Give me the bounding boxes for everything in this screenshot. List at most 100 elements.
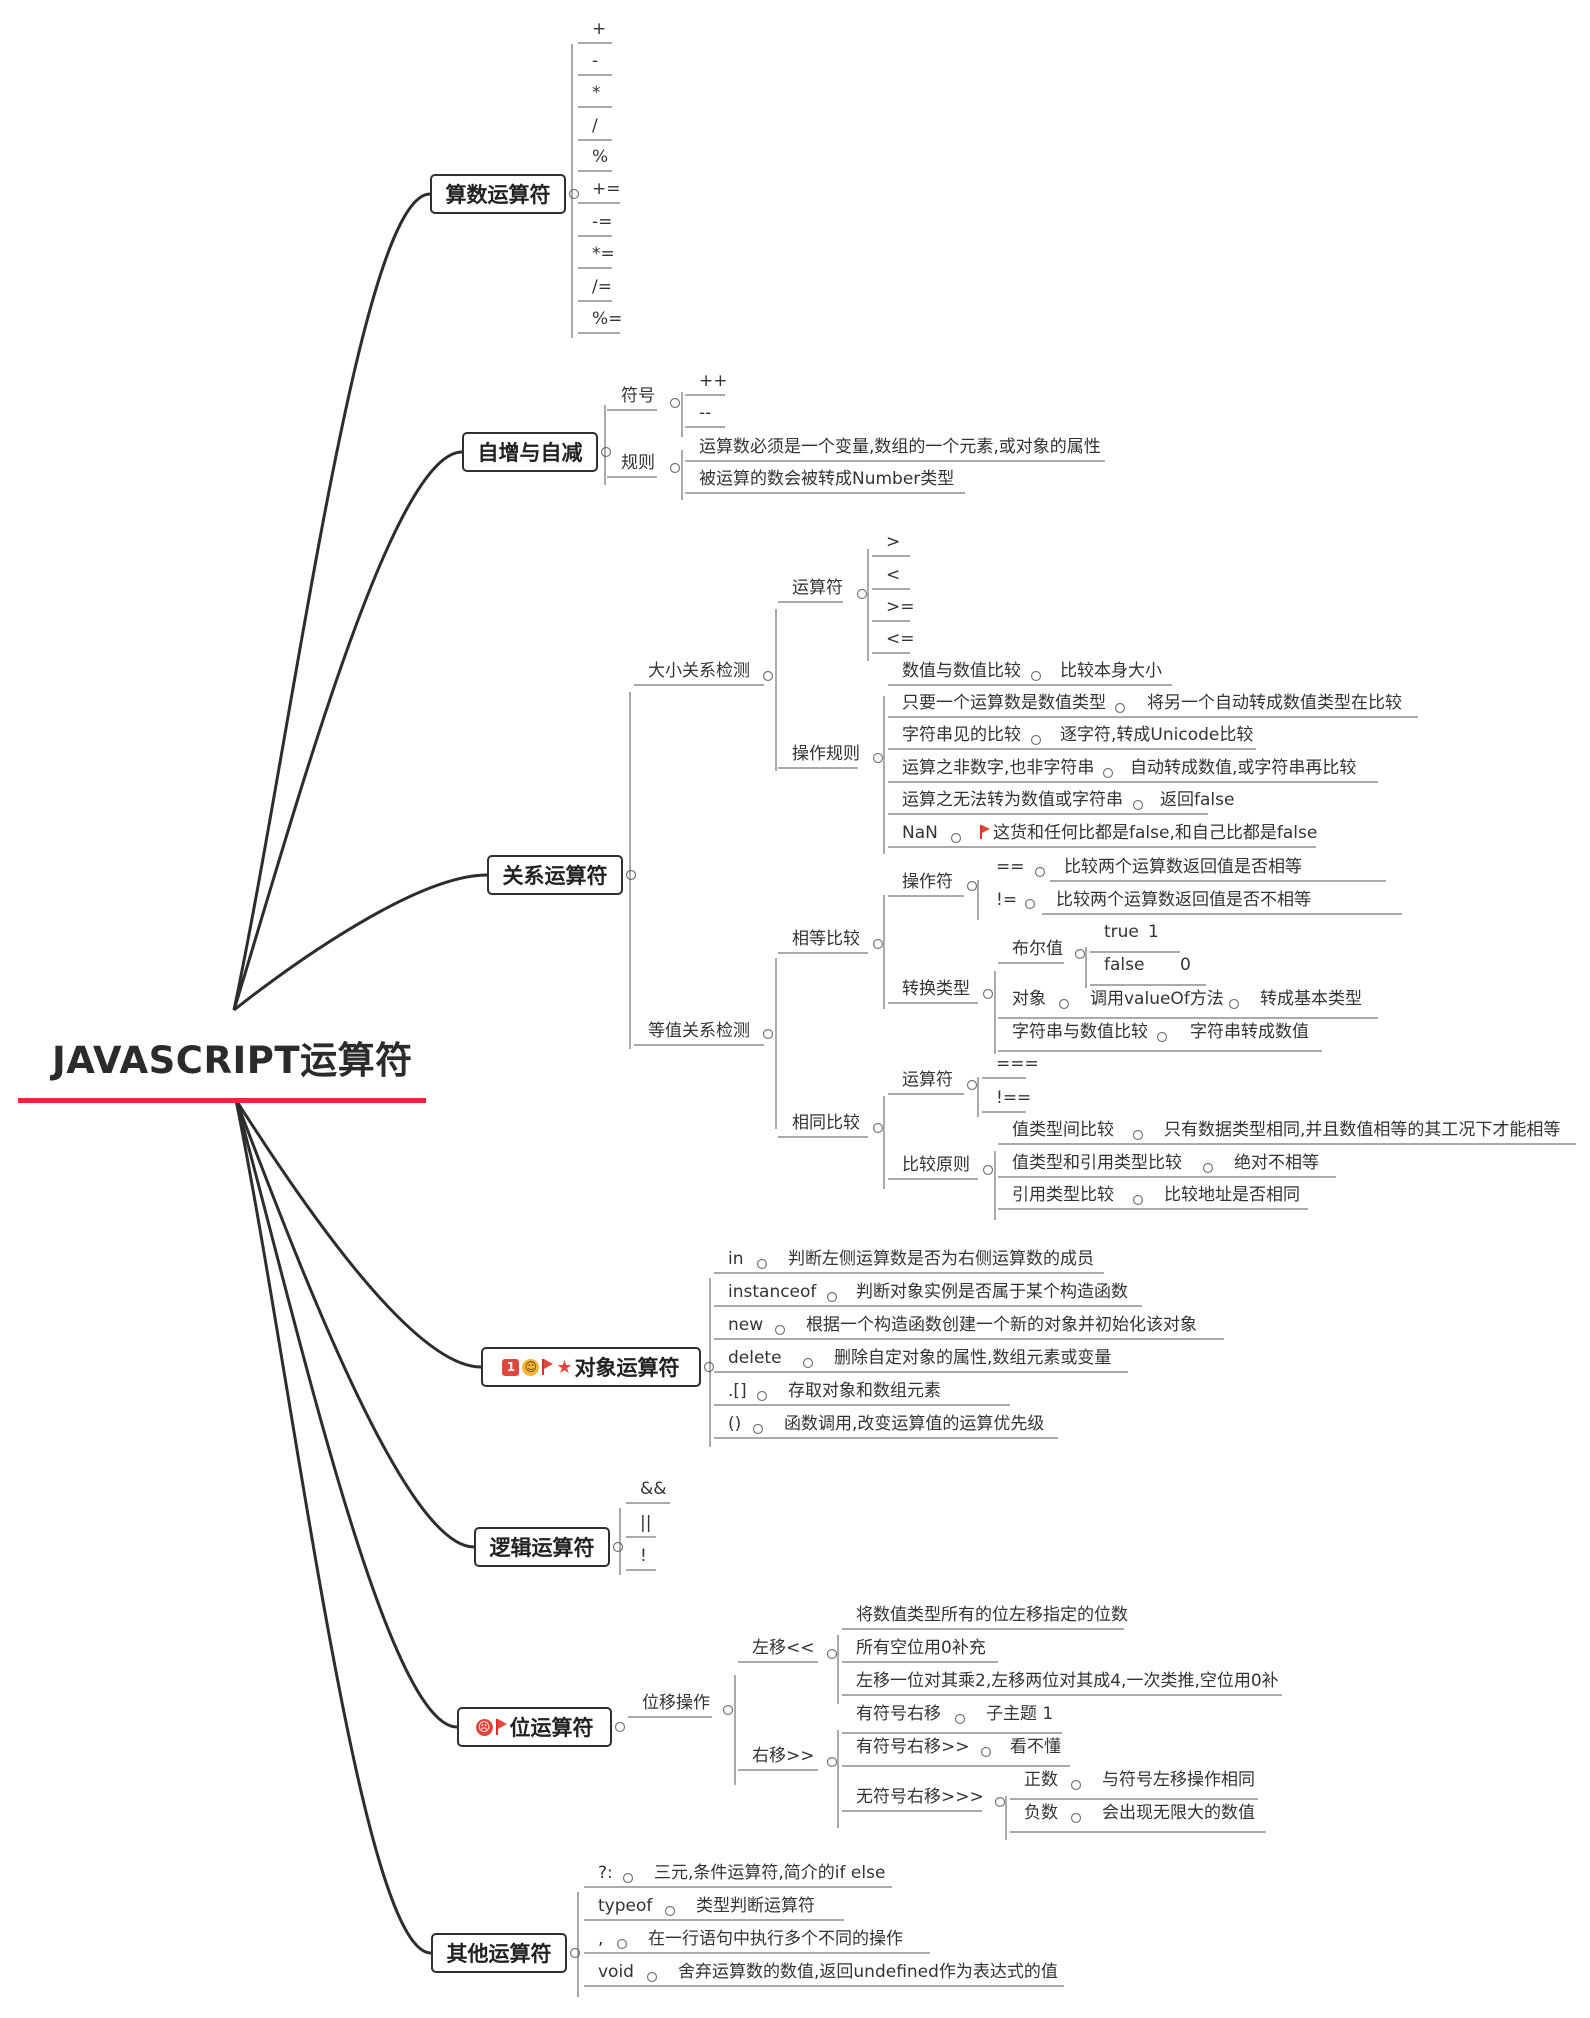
collapse-toggle[interactable] [703, 1361, 715, 1373]
collapse-toggle[interactable] [1034, 866, 1046, 878]
node-label[interactable]: 字符串转成数值 [1190, 1022, 1309, 1042]
node-label[interactable]: () [728, 1414, 742, 1434]
topic-arith[interactable]: 算数运算符 [430, 174, 566, 214]
node-label[interactable]: <= [886, 629, 915, 649]
node-label[interactable]: 相等比较 [792, 929, 860, 949]
node-label[interactable]: 所有空位用0补充 [856, 1638, 986, 1658]
node-label[interactable]: 三元,条件运算符,简介的if else [654, 1863, 886, 1883]
node-label[interactable]: 舍弃运算数的数值,返回undefined作为表达式的值 [678, 1962, 1058, 1982]
node-label[interactable]: 存取对象和数组元素 [788, 1381, 941, 1401]
collapse-toggle[interactable] [1030, 670, 1042, 682]
node-label[interactable]: || [640, 1513, 652, 1533]
node-label[interactable]: 只要一个运算数是数值类型 [902, 693, 1106, 713]
node-label[interactable]: 1 [1148, 922, 1159, 942]
collapse-toggle[interactable] [625, 869, 637, 881]
collapse-toggle[interactable] [826, 1648, 838, 1660]
node-label[interactable]: == [996, 857, 1025, 877]
collapse-toggle[interactable] [669, 397, 681, 409]
node-label[interactable]: / [592, 116, 598, 136]
collapse-toggle[interactable] [646, 1971, 658, 1983]
node-label[interactable]: + [592, 19, 607, 39]
collapse-toggle[interactable] [1114, 702, 1126, 714]
collapse-toggle[interactable] [568, 188, 580, 200]
collapse-toggle[interactable] [752, 1423, 764, 1435]
topic-other[interactable]: 其他运算符 [431, 1933, 567, 1973]
node-label[interactable]: 删除自定对象的属性,数组元素或变量 [834, 1348, 1112, 1368]
collapse-toggle[interactable] [1156, 1031, 1168, 1043]
collapse-toggle[interactable] [826, 1291, 838, 1303]
collapse-toggle[interactable] [1070, 1779, 1082, 1791]
collapse-toggle[interactable] [1228, 998, 1240, 1010]
collapse-toggle[interactable] [756, 1390, 768, 1402]
node-label[interactable]: 0 [1180, 955, 1191, 975]
collapse-toggle[interactable] [1024, 898, 1036, 910]
node-label[interactable]: < [886, 565, 901, 585]
collapse-toggle[interactable] [872, 752, 884, 764]
node-label[interactable]: 操作符 [902, 872, 953, 892]
node-label[interactable]: 左移<< [752, 1638, 815, 1658]
topic-logic[interactable]: 逻辑运算符 [474, 1527, 610, 1567]
node-label[interactable]: ++ [699, 371, 728, 391]
node-label[interactable]: 转成基本类型 [1260, 989, 1362, 1009]
node-label[interactable]: 看不懂 [1010, 1737, 1061, 1757]
node-label[interactable]: *= [592, 244, 615, 264]
collapse-toggle[interactable] [1102, 767, 1114, 779]
collapse-toggle[interactable] [966, 1079, 978, 1091]
root-topic[interactable]: JAVASCRIPT运算符 [52, 1039, 413, 1082]
node-label[interactable]: === [996, 1054, 1039, 1074]
collapse-toggle[interactable] [826, 1756, 838, 1768]
node-label[interactable]: NaN [902, 823, 938, 843]
node-label[interactable]: typeof [598, 1896, 653, 1916]
node-label[interactable]: 比较两个运算数返回值是否相等 [1064, 857, 1302, 877]
collapse-toggle[interactable] [774, 1324, 786, 1336]
node-label[interactable]: 返回false [1160, 790, 1235, 810]
collapse-toggle[interactable] [616, 1938, 628, 1950]
collapse-toggle[interactable] [980, 1746, 992, 1758]
node-label[interactable]: true [1104, 922, 1139, 942]
node-label[interactable]: /= [592, 277, 612, 297]
collapse-toggle[interactable] [872, 1122, 884, 1134]
collapse-toggle[interactable] [762, 1028, 774, 1040]
node-label[interactable]: .[] [728, 1381, 747, 1401]
node-label[interactable]: 根据一个构造函数创建一个新的对象并初始化该对象 [806, 1315, 1197, 1335]
collapse-toggle[interactable] [1132, 1129, 1144, 1141]
node-label[interactable]: 对象 [1012, 989, 1046, 1009]
node-label[interactable]: 引用类型比较 [1012, 1185, 1114, 1205]
topic-object[interactable]: 1☺★对象运算符 [481, 1347, 701, 1387]
node-label[interactable]: 数值与数值比较 [902, 661, 1021, 681]
node-label[interactable]: 右移>> [752, 1746, 815, 1766]
node-label[interactable]: 字符串与数值比较 [1012, 1022, 1148, 1042]
collapse-toggle[interactable] [762, 670, 774, 682]
node-label[interactable]: 运算符 [902, 1070, 953, 1090]
collapse-toggle[interactable] [802, 1357, 814, 1369]
node-label[interactable]: >= [886, 597, 915, 617]
node-label[interactable]: 运算之无法转为数值或字符串 [902, 790, 1123, 810]
collapse-toggle[interactable] [664, 1905, 676, 1917]
node-label[interactable]: 大小关系检测 [648, 661, 750, 681]
node-label[interactable]: 无符号右移>>> [856, 1787, 984, 1807]
node-label[interactable]: 布尔值 [1012, 939, 1063, 959]
node-label[interactable]: 只有数据类型相同,并且数值相等的其工况下才能相等 [1164, 1120, 1561, 1140]
node-label[interactable]: % [592, 147, 609, 167]
node-label[interactable]: 逐字符,转成Unicode比较 [1060, 725, 1254, 745]
node-label[interactable]: 相同比较 [792, 1113, 860, 1133]
collapse-toggle[interactable] [1132, 1194, 1144, 1206]
node-label[interactable]: 子主题 1 [986, 1704, 1054, 1724]
collapse-toggle[interactable] [1030, 734, 1042, 746]
node-label[interactable]: 绝对不相等 [1234, 1153, 1319, 1173]
node-label[interactable]: 调用valueOf方法 [1090, 989, 1224, 1009]
node-label[interactable]: 有符号右移 [856, 1704, 941, 1724]
node-label[interactable]: 位移操作 [642, 1693, 710, 1713]
node-label[interactable]: -= [592, 212, 613, 232]
node-label[interactable]: 比较两个运算数返回值是否不相等 [1056, 890, 1311, 910]
node-label[interactable]: 运算数必须是一个变量,数组的一个元素,或对象的属性 [699, 437, 1101, 457]
collapse-toggle[interactable] [1074, 948, 1086, 960]
collapse-toggle[interactable] [1202, 1162, 1214, 1174]
node-label[interactable]: 规则 [621, 453, 655, 473]
node-label[interactable]: 这货和任何比都是false,和自己比都是false [980, 822, 1317, 844]
topic-incdec[interactable]: 自增与自减 [462, 432, 598, 472]
topic-bitwise[interactable]: ☹位运算符 [457, 1707, 612, 1747]
node-label[interactable]: 转换类型 [902, 979, 970, 999]
node-label[interactable]: && [640, 1479, 667, 1499]
collapse-toggle[interactable] [569, 1947, 581, 1959]
